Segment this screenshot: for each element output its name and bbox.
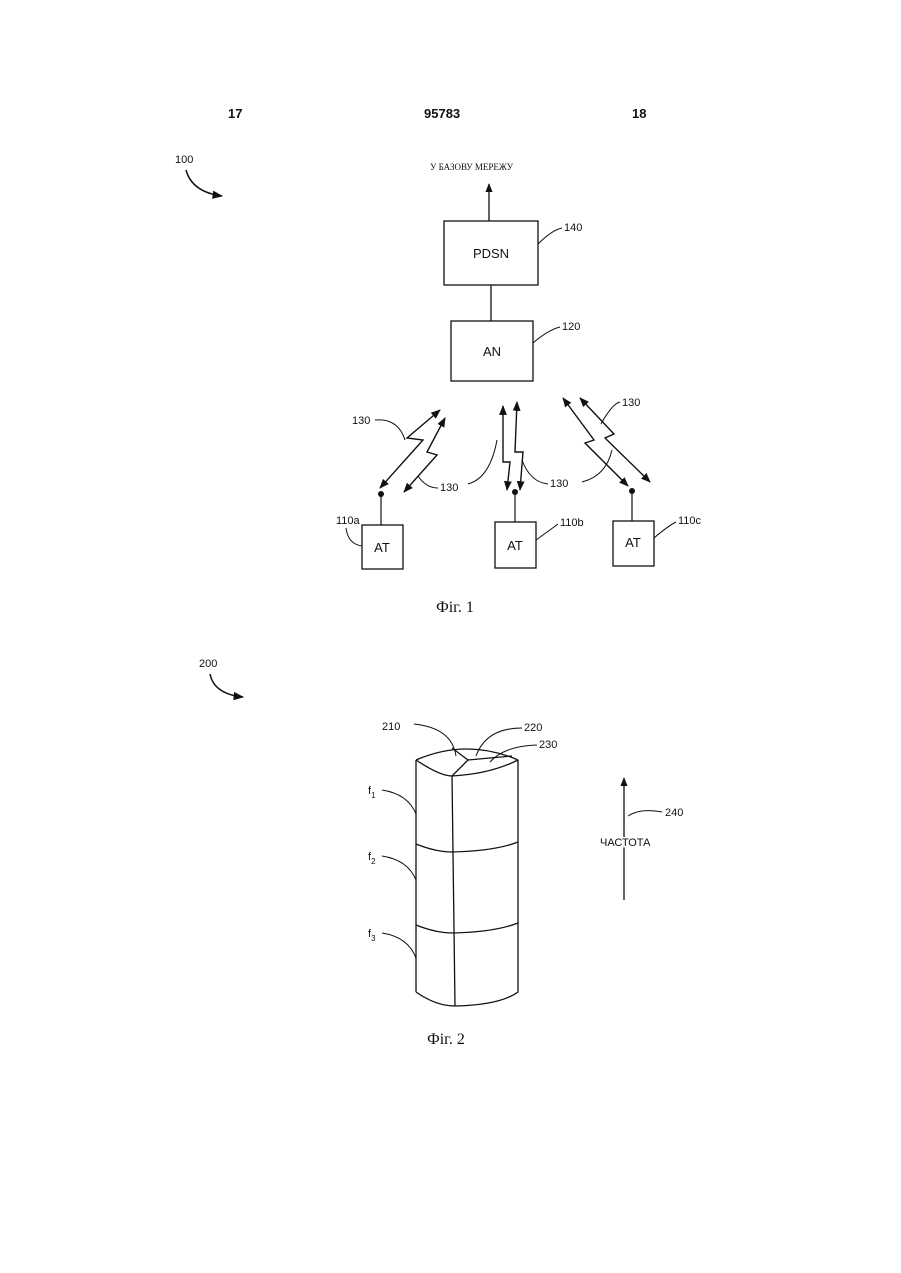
cylinder-top-back [416, 749, 518, 760]
an-ref-leader [533, 327, 560, 343]
figure-1: 100 У БАЗОВУ МЕРЕЖУ PDSN 140 AN 120 130 … [175, 154, 702, 616]
wireless-link-b1 [503, 406, 510, 490]
sector-leader-220 [476, 728, 522, 756]
freq-leader-f3 [382, 933, 416, 958]
top-sector-line-1 [452, 760, 468, 776]
band-divider-2 [416, 923, 518, 933]
wireless-link-b2 [515, 402, 523, 490]
fig1-caption: Фіг. 1 [436, 599, 474, 616]
link-ref-3: 130 [550, 478, 568, 490]
sector-ref-220: 220 [524, 722, 542, 734]
freq-label-f2: f2 [368, 851, 376, 866]
axis-ref-leader [628, 811, 662, 816]
link-ref-4: 130 [622, 397, 640, 409]
at-label-c: AT [625, 535, 641, 550]
wireless-link-c2 [580, 398, 650, 482]
at-ref-leader-c [654, 522, 676, 538]
sector-leader-210 [414, 724, 456, 756]
freq-leader-f2 [382, 856, 416, 880]
an-ref: 120 [562, 321, 580, 333]
link-ref-1: 130 [352, 415, 370, 427]
at-label-a: AT [374, 540, 390, 555]
at-ref-leader-b [536, 524, 558, 540]
at-ref-b: 110b [560, 517, 584, 529]
cylinder-bottom [416, 992, 518, 1006]
sector-leader-230 [490, 745, 537, 762]
fig1-ref-arrow [186, 170, 222, 196]
freq-label-f1: f1 [368, 785, 376, 800]
link-ref-leader-3 [468, 440, 497, 484]
pdsn-ref: 140 [564, 222, 582, 234]
cylinder-sector-seam [452, 776, 455, 1006]
wireless-link-c1 [563, 398, 628, 486]
sector-ref-210: 210 [382, 721, 400, 733]
link-ref-leader-2 [418, 476, 438, 488]
at-ref-a: 110a [336, 515, 361, 527]
link-ref-leader-5 [601, 402, 620, 424]
at-ref-leader-a [346, 528, 362, 546]
an-label: AN [483, 344, 501, 359]
sector-cylinder [416, 748, 518, 1006]
frequency-axis-label: ЧАСТОТА [600, 837, 651, 849]
band-divider-1 [416, 842, 518, 852]
fig1-ref-label: 100 [175, 154, 193, 166]
at-label-b: AT [507, 538, 523, 553]
freq-leader-f1 [382, 790, 416, 814]
link-ref-2: 130 [440, 482, 458, 494]
core-network-label: У БАЗОВУ МЕРЕЖУ [430, 162, 514, 172]
figure-2: 200 210 220 230 f1 f2 f3 [199, 658, 683, 1048]
pdsn-ref-leader [538, 228, 562, 244]
axis-ref: 240 [665, 807, 683, 819]
cylinder-top-front [416, 760, 518, 776]
freq-label-f3: f3 [368, 928, 376, 943]
fig2-caption: Фіг. 2 [427, 1031, 465, 1048]
at-ref-c: 110c [678, 515, 702, 527]
link-ref-leader-4 [522, 460, 548, 484]
sector-ref-230: 230 [539, 739, 557, 751]
top-sector-line-3 [468, 756, 512, 760]
link-ref-leader-1 [375, 420, 405, 440]
fig2-ref-arrow [210, 674, 243, 697]
fig2-ref-label: 200 [199, 658, 217, 670]
pdsn-label: PDSN [473, 246, 509, 261]
